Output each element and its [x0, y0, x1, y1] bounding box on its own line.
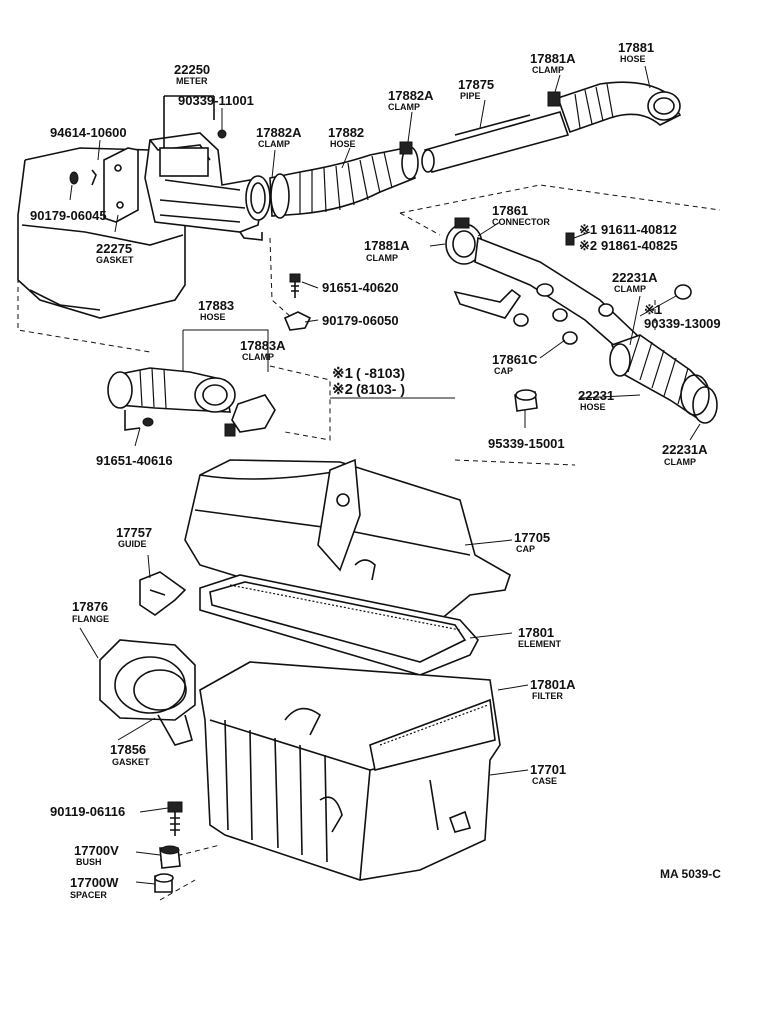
label-90179-06050-number: 90179-06050	[322, 313, 399, 328]
label-17856-name: GASKET	[112, 757, 150, 767]
label-17882A-left-name: CLAMP	[258, 139, 290, 149]
bolt-and-clip	[283, 273, 312, 331]
label-17801A-number: 17801A	[530, 677, 576, 692]
label-17881-name: HOSE	[620, 54, 646, 64]
label-17700W-number: 17700W	[70, 875, 119, 890]
label-17861C-name: CAP	[494, 366, 513, 376]
filter-element	[199, 574, 479, 676]
label-17861C-number: 17861C	[492, 352, 538, 367]
hose-17882	[269, 141, 419, 219]
label-91861-number: 91861-40825	[601, 238, 678, 253]
label-91651-40620-number: 91651-40620	[322, 280, 399, 295]
label-17701-name: CASE	[532, 776, 557, 786]
hose-17883	[107, 367, 276, 437]
label-17700V-number: 17700V	[74, 843, 119, 858]
label-17876-number: 17876	[72, 599, 108, 614]
label-22275-number: 22275	[96, 241, 132, 256]
label-90119-number: 90119-06116	[50, 804, 125, 819]
note-mark-1: ※1	[332, 365, 353, 382]
label-17861-name: CONNECTOR	[492, 217, 550, 227]
label-90179-06045-number: 90179-06045	[30, 208, 107, 223]
label-17882A-top-name: CLAMP	[388, 102, 420, 112]
part-labels: 22250 METER 90339-11001 94614-10600 9017…	[30, 40, 721, 900]
flange-and-gasket	[99, 639, 196, 746]
label-17881A-top-number: 17881A	[530, 51, 576, 66]
hose-17881	[547, 81, 682, 134]
leader-lines	[69, 65, 701, 885]
label-17701-number: 17701	[530, 762, 566, 777]
label-22250-number: 22250	[174, 62, 210, 77]
label-90339-11001-number: 90339-11001	[178, 93, 254, 108]
label-17883A-name: CLAMP	[242, 352, 274, 362]
label-17883-name: HOSE	[200, 312, 226, 322]
label-91611-number: 91611-40812	[601, 222, 677, 237]
label-17801-number: 17801	[518, 625, 554, 640]
label-22231A-top-name: CLAMP	[614, 284, 646, 294]
label-22250-name: METER	[176, 76, 208, 86]
label-17861-number: 17861	[492, 203, 528, 218]
label-17700V-name: BUSH	[76, 857, 102, 867]
label-22275-name: GASKET	[96, 255, 134, 265]
hose-22231	[609, 334, 718, 424]
air-flow-meter	[144, 95, 271, 241]
small-caps-right	[513, 284, 692, 412]
label-17882A-top-number: 17882A	[388, 88, 434, 103]
label-17881A-top-name: CLAMP	[532, 65, 564, 75]
drawing-code: MA 5039-C	[660, 867, 721, 881]
label-17876-name: FLANGE	[72, 614, 109, 624]
label-91611-mark: ※1	[579, 222, 597, 237]
guide-bracket	[139, 571, 187, 616]
label-17883A-number: 17883A	[240, 338, 286, 353]
label-90339-13009-mark: ※1	[644, 302, 662, 317]
label-22231A-top-number: 22231A	[612, 270, 658, 285]
label-17856-number: 17856	[110, 742, 146, 757]
serial-range-legend: ※1 ( -8103) ※2 (8103- )	[332, 365, 405, 398]
pipe-17875	[421, 111, 570, 173]
label-94614-number: 94614-10600	[50, 125, 127, 140]
label-17883-number: 17883	[198, 298, 234, 313]
label-22231-number: 22231	[578, 388, 614, 403]
label-22231-name: HOSE	[580, 402, 606, 412]
label-17882-number: 17882	[328, 125, 364, 140]
label-22231A-bottom-name: CLAMP	[664, 457, 696, 467]
label-22231A-bottom-number: 22231A	[662, 442, 708, 457]
case-mount-parts	[154, 801, 183, 893]
note-mark-2: ※2	[332, 381, 353, 398]
note-range-2: (8103- )	[356, 381, 405, 397]
meter-gasket	[69, 147, 139, 223]
label-17757-name: GUIDE	[118, 539, 147, 549]
label-17875-name: PIPE	[460, 91, 481, 101]
label-17705-name: CAP	[516, 544, 535, 554]
air-cleaner-case	[199, 661, 501, 881]
label-17881A-mid-name: CLAMP	[366, 253, 398, 263]
label-91651-40616-number: 91651-40616	[96, 453, 173, 468]
label-17700W-name: SPACER	[70, 890, 107, 900]
label-17882-name: HOSE	[330, 139, 356, 149]
label-17881-number: 17881	[618, 40, 654, 55]
label-17801A-name: FILTER	[532, 691, 563, 701]
label-90339-13009-number: 90339-13009	[644, 316, 721, 331]
label-17882A-left-number: 17882A	[256, 125, 302, 140]
label-17757-number: 17757	[116, 525, 152, 540]
label-17705-number: 17705	[514, 530, 550, 545]
label-95339-number: 95339-15001	[488, 436, 565, 451]
label-17881A-mid-number: 17881A	[364, 238, 410, 253]
label-91861-mark: ※2	[579, 238, 597, 253]
label-17801-name: ELEMENT	[518, 639, 562, 649]
note-range-1: ( -8103)	[356, 365, 405, 381]
label-17875-number: 17875	[458, 77, 494, 92]
